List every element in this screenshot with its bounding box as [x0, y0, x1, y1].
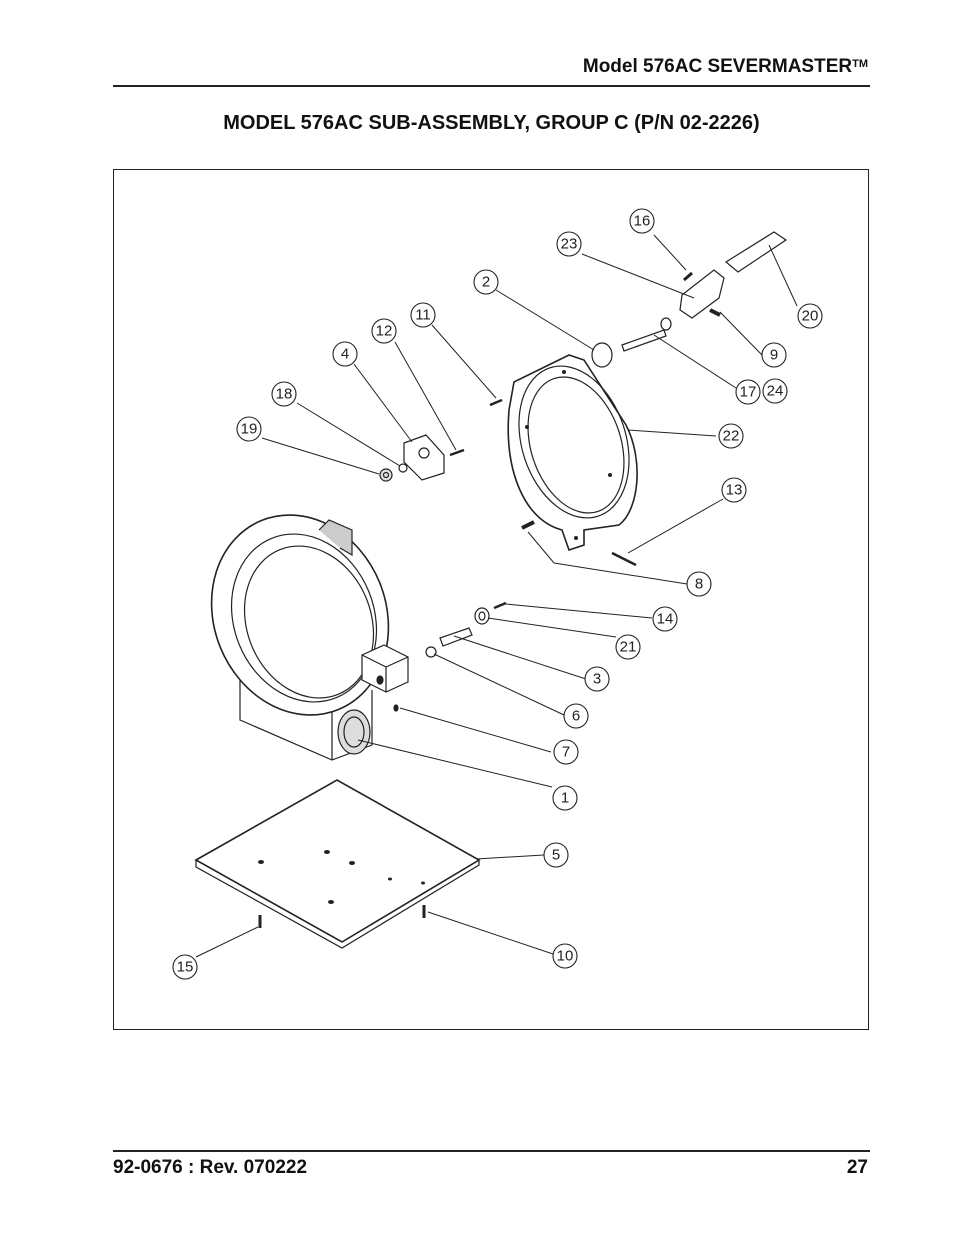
screw-13-shape	[611, 551, 637, 567]
callout-1: 1	[561, 790, 569, 807]
header-divider	[113, 85, 870, 87]
washer-18-shape	[398, 463, 408, 473]
callout-2: 2	[482, 274, 490, 291]
callout-17: 17	[740, 384, 757, 401]
trademark-mark: TM	[852, 58, 868, 70]
callout-6: 6	[572, 708, 580, 725]
housing-bore	[337, 709, 371, 755]
callout-10: 10	[557, 948, 574, 965]
callout-22: 22	[723, 428, 740, 445]
callout-21: 21	[620, 639, 637, 656]
callout-23: 23	[561, 236, 578, 253]
part-6-shape	[425, 646, 437, 658]
screw-12-shape	[449, 448, 465, 457]
document-revision: 92-0676 : Rev. 070222	[113, 1157, 308, 1178]
parts-drawing: 1 2 3 4 5 6 7 8 9 10 11 12 13 14 15 16 1…	[172, 208, 823, 980]
callout-24: 24	[767, 383, 784, 400]
housing-ring-inner	[230, 533, 378, 703]
callout-20: 20	[802, 308, 819, 325]
callout-15: 15	[177, 959, 194, 976]
callout-8: 8	[695, 576, 703, 593]
housing-ring-outer	[210, 514, 390, 716]
callout-5: 5	[552, 847, 560, 864]
callout-7: 7	[562, 744, 570, 761]
pin-8-shape	[521, 520, 535, 530]
callout-18: 18	[276, 386, 293, 403]
base-plate-edge	[195, 860, 480, 949]
part-7-shape	[393, 704, 399, 712]
bolt-17-shape	[621, 329, 667, 352]
base-plate-shape	[194, 779, 481, 943]
part-3-shape	[439, 627, 473, 647]
part-14-shape	[493, 601, 507, 610]
callout-16: 16	[634, 213, 651, 230]
exploded-parts-diagram: 1 2 3 4 5 6 7 8 9 10 11 12 13 14 15 16 1…	[113, 169, 869, 1030]
footer-divider	[113, 1150, 870, 1152]
callout-9: 9	[770, 347, 778, 364]
screw-16-shape	[683, 271, 693, 282]
callout-3: 3	[593, 671, 601, 688]
callout-11: 11	[415, 307, 431, 324]
cover-plate-bore	[518, 365, 630, 519]
handle-20-shape	[724, 231, 788, 273]
pin-9-shape	[709, 308, 721, 317]
document-header-model: Model 576AC SEVERMASTERTM	[583, 56, 868, 78]
link-23-shape	[679, 269, 725, 319]
callout-4: 4	[341, 346, 349, 363]
page-number: 27	[846, 1157, 868, 1178]
screw-11-shape	[489, 398, 503, 407]
callout-14: 14	[657, 611, 674, 628]
cam-2-shape	[591, 342, 613, 368]
callout-12: 12	[376, 323, 393, 340]
callout-19: 19	[241, 421, 258, 438]
page-title: MODEL 576AC SUB-ASSEMBLY, GROUP C (P/N 0…	[223, 112, 760, 134]
part-21-shape	[474, 607, 490, 625]
model-name: Model 576AC SEVERMASTER	[582, 56, 853, 77]
washer-19-shape	[379, 468, 393, 482]
callout-13: 13	[726, 482, 743, 499]
cover-plate-shape	[507, 354, 638, 552]
